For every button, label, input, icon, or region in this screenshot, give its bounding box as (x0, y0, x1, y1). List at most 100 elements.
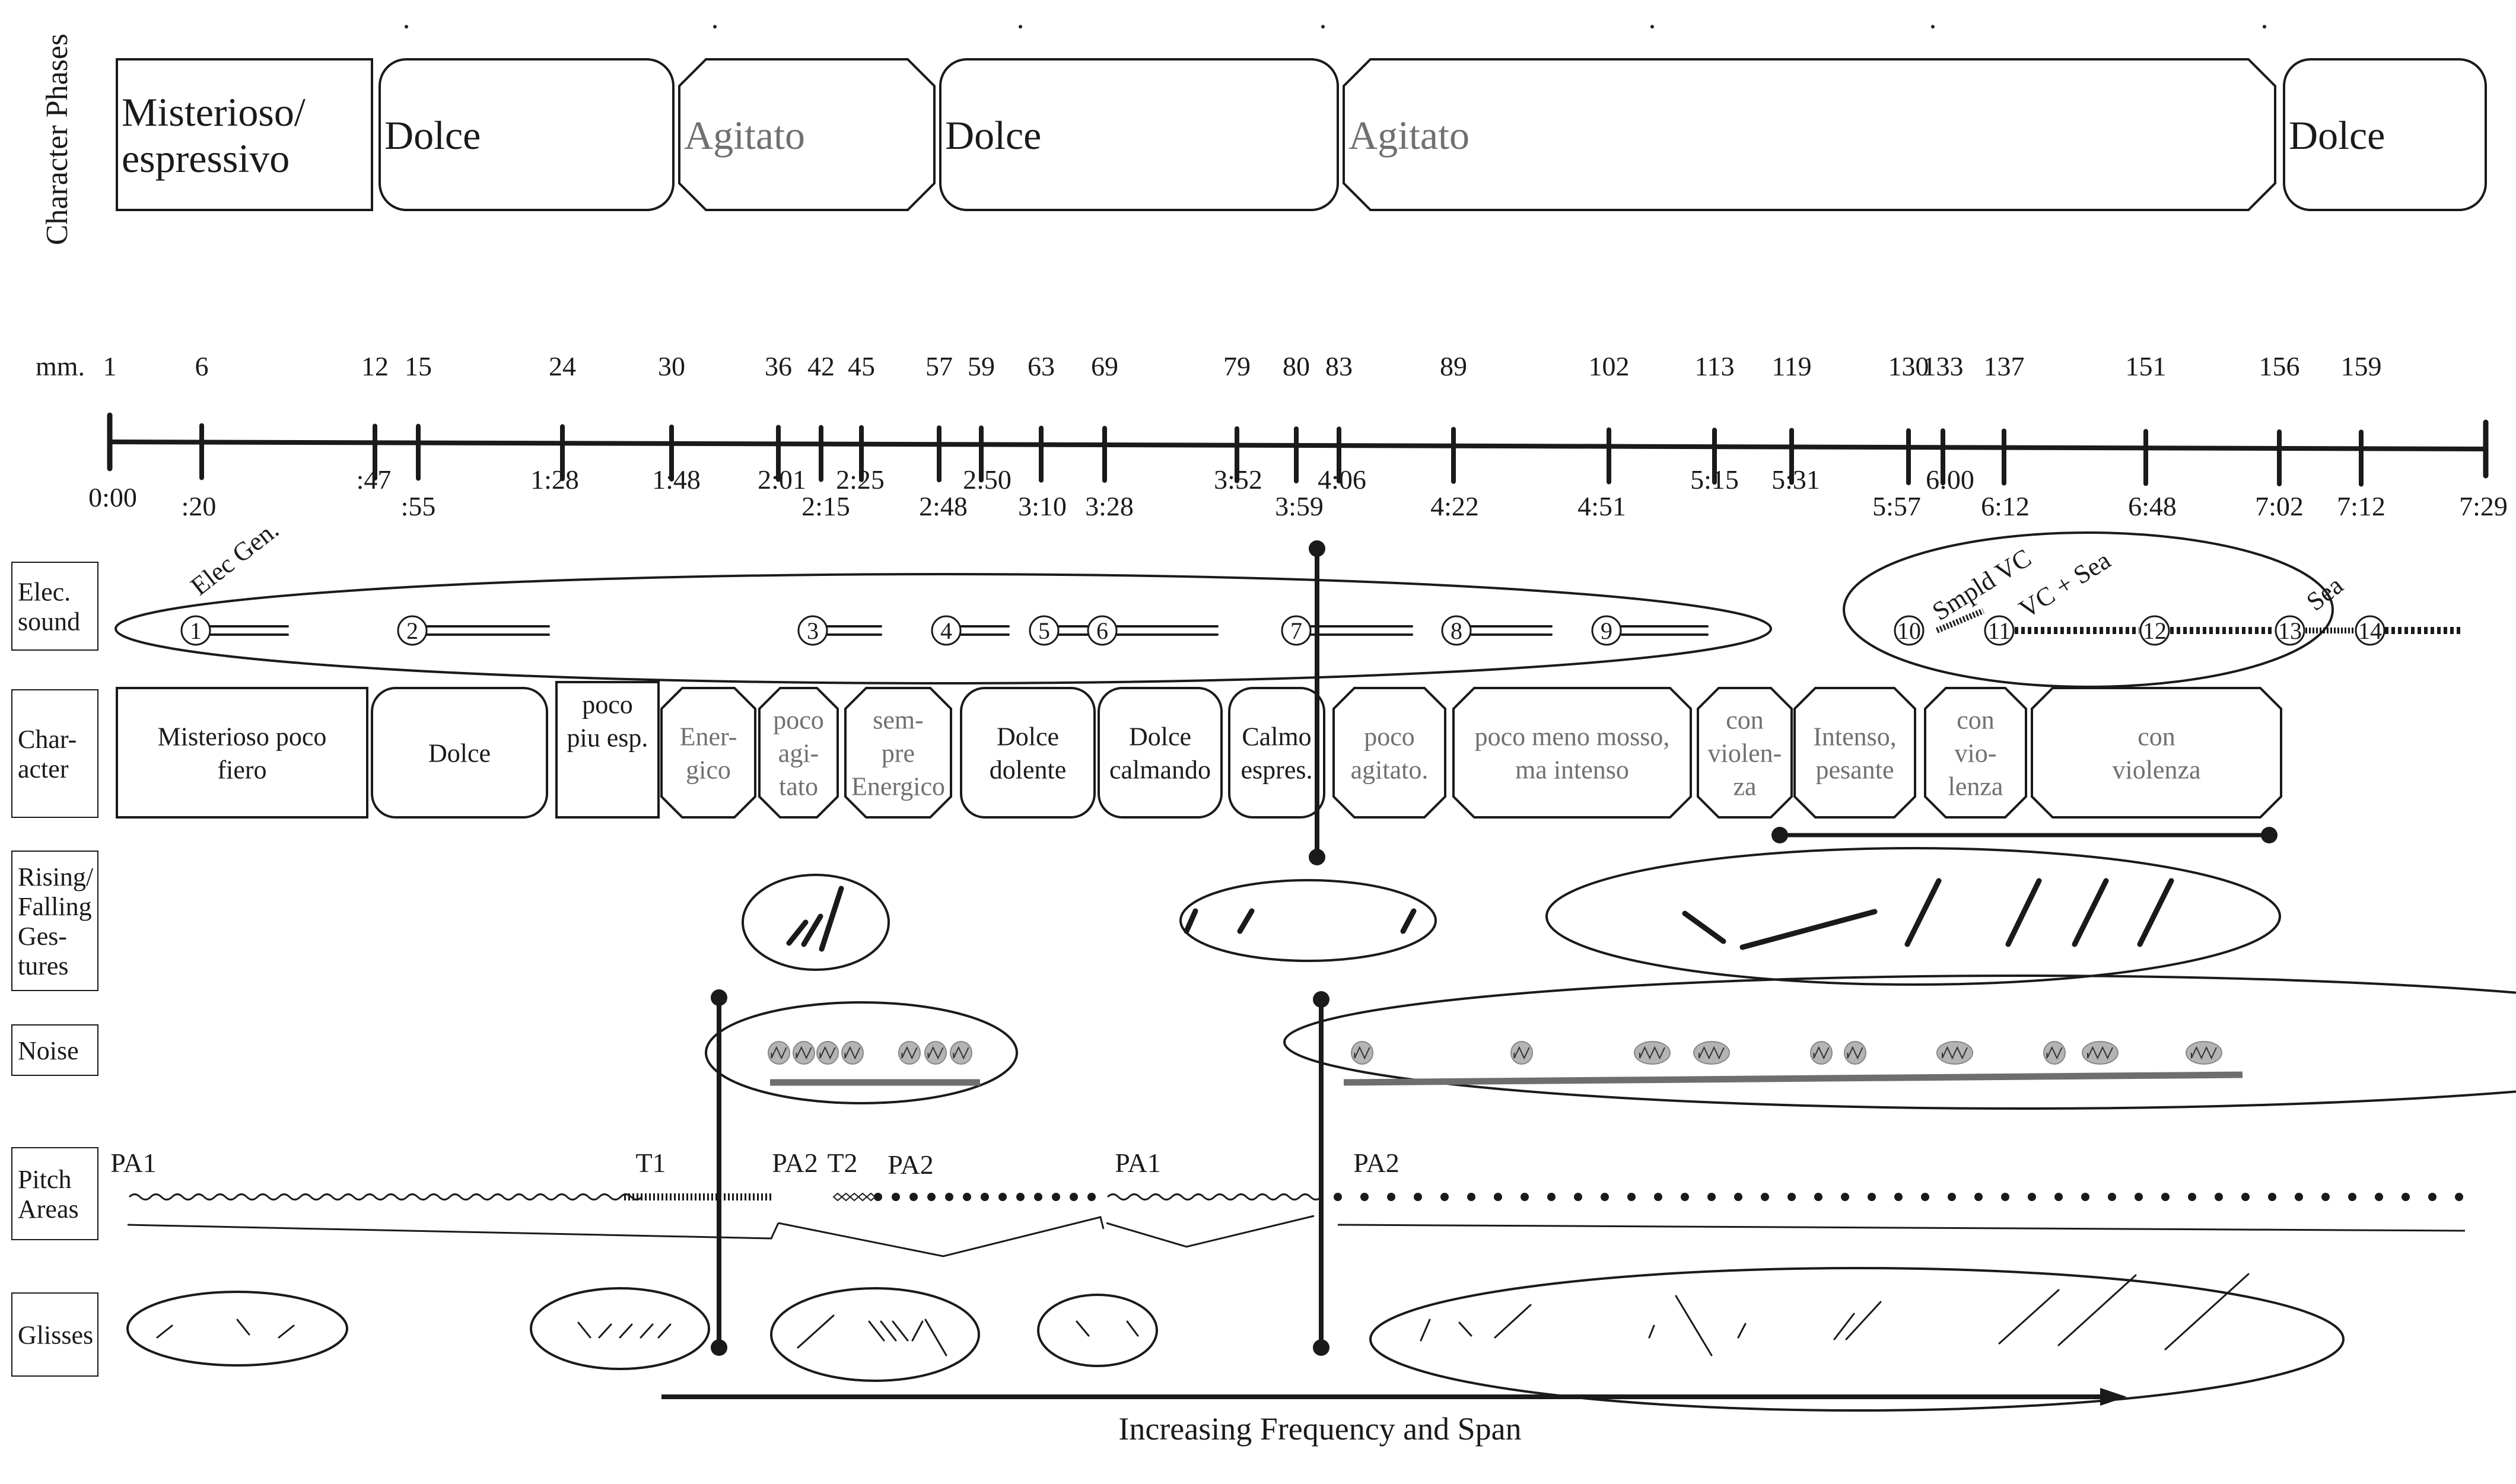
pitch-dot (2455, 1193, 2463, 1201)
cue-number: 10 (1897, 617, 1921, 644)
pitch-area-label: PA2 (1353, 1148, 1399, 1178)
cue-circle (931, 615, 962, 646)
gliss-stroke (236, 1319, 250, 1336)
measure-number: 69 (1091, 351, 1118, 381)
time-label: 5:31 (1771, 464, 1820, 495)
pitch-wavy-line (1106, 1193, 1322, 1200)
gliss-stroke (868, 1320, 885, 1342)
pitch-dot (1707, 1193, 1716, 1201)
connector-dot (1309, 540, 1325, 557)
pitch-dot (1547, 1193, 1556, 1201)
cue-number: 7 (1290, 617, 1302, 644)
pitch-contour (127, 1222, 780, 1240)
pitch-dot (1814, 1193, 1822, 1201)
cue-number: 5 (1038, 617, 1050, 644)
gliss-stroke (1126, 1320, 1139, 1337)
pitch-dot (2054, 1193, 2063, 1201)
gliss-stroke (1648, 1324, 1655, 1339)
pitch-dot (1334, 1193, 1342, 1201)
cue-number: 9 (1601, 617, 1612, 644)
pitch-wavy-line (128, 1193, 643, 1200)
hatch-line (1936, 608, 1984, 633)
pitch-dot (2028, 1193, 2036, 1201)
pitch-dot (1601, 1193, 1609, 1201)
character-box (758, 687, 839, 819)
noise-zigzag (819, 1046, 836, 1060)
pitch-dot (2001, 1193, 2009, 1201)
gliss-stroke (880, 1320, 897, 1342)
gesture-stroke (2005, 878, 2042, 947)
row-label-box (11, 562, 98, 651)
gliss-stroke (1737, 1323, 1747, 1339)
cue-circle (1591, 615, 1622, 646)
pitch-dot (2375, 1193, 2383, 1201)
gliss-ellipse-5 (1369, 1267, 2345, 1412)
gesture-stroke (1184, 908, 1198, 934)
measure-number: 45 (848, 351, 875, 381)
pitch-dot (1681, 1193, 1689, 1201)
character-box (2031, 687, 2282, 819)
measure-number: 89 (1440, 351, 1467, 381)
time-label: 4:22 (1430, 491, 1479, 521)
pitch-dot (2241, 1193, 2250, 1201)
gliss-stroke (2164, 1273, 2250, 1351)
pitch-dot (2428, 1193, 2437, 1201)
pitch-dot (2215, 1193, 2223, 1201)
gesture-stroke (1400, 908, 1417, 934)
pitch-dot (1414, 1193, 1422, 1201)
pitch-contour (1106, 1215, 1315, 1248)
time-label: 7:02 (2255, 491, 2304, 521)
character-box (1697, 687, 1793, 819)
time-label: 6:12 (1981, 491, 2030, 521)
gliss-stroke (1675, 1295, 1713, 1356)
phase-dot (713, 25, 717, 28)
time-label: 4:06 (1318, 464, 1366, 495)
frequency-arrow-head (2100, 1388, 2127, 1406)
row-label-character: Char-acter (18, 725, 77, 784)
character-box (371, 687, 548, 819)
noise-zigzag (796, 1046, 812, 1060)
pitch-area-label: PA1 (1115, 1148, 1161, 1178)
cue-number: 1 (190, 617, 202, 644)
elec-ellipse-1 (114, 573, 1772, 684)
pitch-dot (1052, 1193, 1060, 1201)
measure-number: 130 (1888, 351, 1929, 381)
pitch-dot (1787, 1193, 1796, 1201)
pitch-dot (1494, 1193, 1502, 1201)
time-label: 2:15 (801, 491, 850, 521)
pitch-area-label: T1 (635, 1148, 666, 1178)
character-box (1452, 687, 1692, 819)
gliss-stroke (911, 1320, 924, 1342)
character-box (844, 687, 952, 819)
measure-number: 79 (1223, 351, 1251, 381)
gliss-stroke (278, 1324, 295, 1339)
pitch-dot (963, 1193, 971, 1201)
phase-label: Misterioso/espressivo (122, 90, 306, 181)
elec-gen-label: Elec Gen. (185, 515, 284, 601)
frequency-arrow-label: Increasing Frequency and Span (1118, 1411, 1521, 1447)
pitch-dot (1521, 1193, 1529, 1201)
cue-circle (1894, 615, 1925, 646)
time-label: :20 (182, 491, 217, 521)
noise-zigzag (927, 1046, 944, 1060)
connector-dot (711, 989, 727, 1006)
time-label: 4:51 (1577, 491, 1626, 521)
time-label: 2:48 (919, 491, 968, 521)
cue-circle (1984, 615, 2015, 646)
pitch-dot (909, 1193, 918, 1201)
measure-number: 42 (807, 351, 835, 381)
cue-circle (397, 615, 428, 646)
pitch-diamond (866, 1192, 876, 1202)
phase-dot (1019, 25, 1022, 28)
noise-ellipse-1 (705, 1001, 1018, 1104)
time-label: :55 (401, 491, 436, 521)
glisses-row (126, 1267, 2345, 1412)
pitch-dot (2348, 1193, 2356, 1201)
